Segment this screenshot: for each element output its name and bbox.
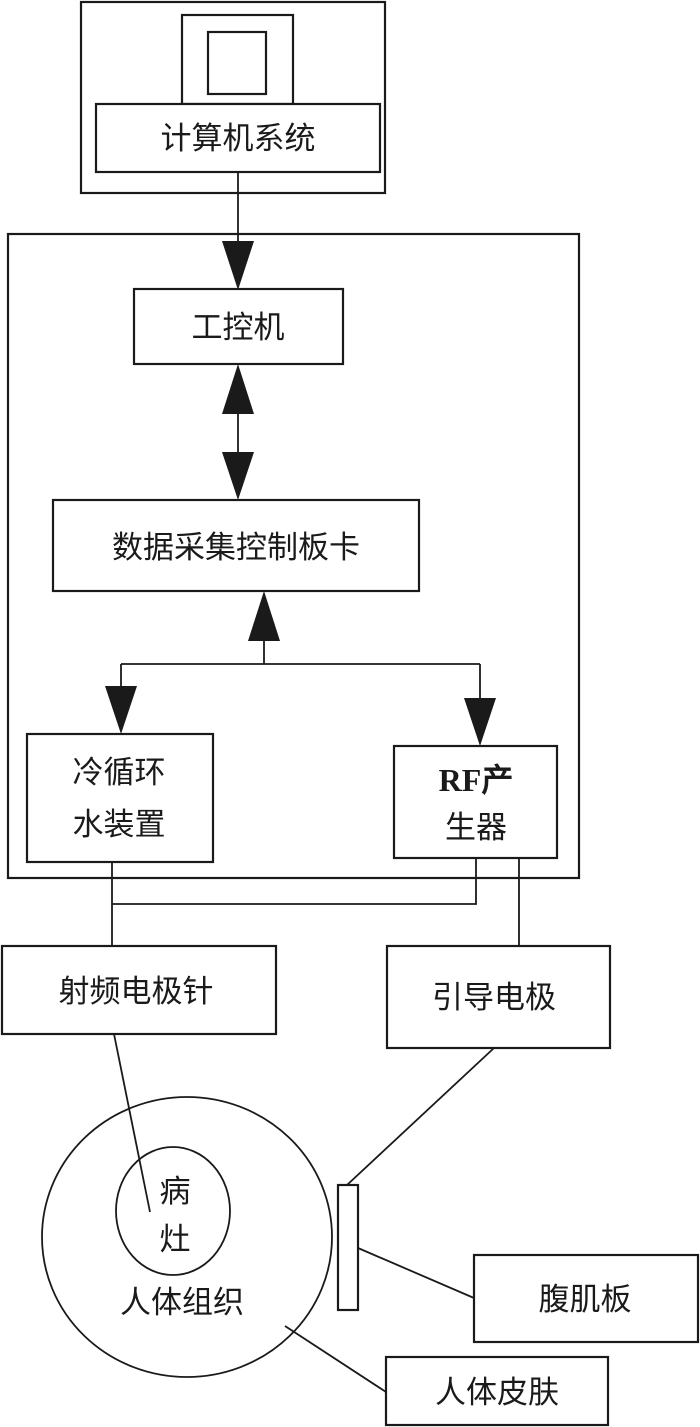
lesion-circle — [115, 1146, 231, 1276]
rf-generator-box[interactable] — [392, 744, 559, 860]
human-skin-label: 人体皮肤 — [435, 1375, 559, 1411]
arrow-down-to-ipc — [222, 241, 254, 290]
guide-electrode-to-plate-line — [346, 1047, 495, 1186]
arrow-up-to-daq — [248, 591, 280, 641]
abdominal-plate-bar — [336, 1183, 360, 1312]
arrow-down-to-daq — [222, 452, 254, 500]
lesion-label-line2: 灶 — [160, 1222, 191, 1258]
cooling-water-device-box[interactable] — [25, 732, 215, 864]
abdominal-plate-box[interactable] — [472, 1253, 700, 1344]
cooling-label-line1: 冷循环 — [73, 755, 166, 791]
ipc-label: 工控机 — [192, 310, 285, 346]
arrow-down-to-cooling — [105, 686, 137, 734]
arrow-up-to-ipc — [222, 364, 254, 414]
computer-system-label: 计算机系统 — [161, 121, 316, 157]
rf-to-needle-line — [112, 858, 477, 905]
rf-electrode-needle-box[interactable] — [0, 944, 278, 1036]
human-tissue-label: 人体组织 — [120, 1285, 244, 1321]
rf-label-line2: 生器 — [445, 810, 507, 846]
daq-board-label: 数据采集控制板卡 — [112, 530, 360, 566]
abdominal-plate-label: 腹肌板 — [539, 1282, 632, 1318]
monitor-screen — [206, 30, 268, 96]
computer-system-frame — [79, 0, 387, 195]
skin-leader-line — [284, 1325, 387, 1393]
ipc-box[interactable] — [132, 287, 345, 366]
human-skin-box[interactable] — [384, 1355, 610, 1427]
daq-board-box[interactable] — [51, 498, 421, 593]
cooling-label-line2: 水装置 — [73, 807, 166, 843]
computer-system-box[interactable] — [94, 102, 382, 174]
needle-to-lesion-line — [113, 1033, 151, 1213]
guide-electrode-box[interactable] — [385, 944, 612, 1050]
rf-electrode-needle-label: 射频电极针 — [59, 974, 214, 1010]
guide-electrode-label: 引导电极 — [432, 980, 556, 1016]
rf-label-line1: RF产 — [439, 762, 514, 798]
plate-leader-line — [357, 1247, 475, 1299]
human-tissue-circle — [41, 1096, 333, 1378]
lesion-label-line1: 病 — [160, 1174, 191, 1210]
arrow-down-to-rf — [464, 698, 496, 746]
control-unit-frame — [6, 232, 581, 880]
